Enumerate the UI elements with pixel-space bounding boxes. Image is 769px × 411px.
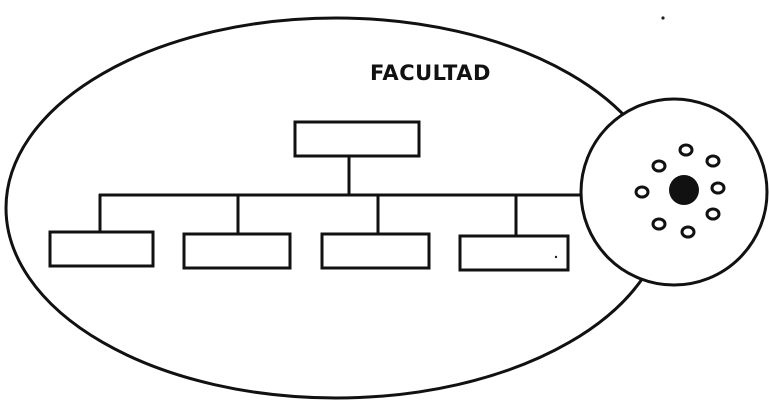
scan-speck: [554, 255, 558, 259]
ring-dot-1: [678, 143, 694, 157]
ring-dot-5: [634, 185, 650, 199]
org-sub-box-2: [182, 232, 292, 270]
ring-dot-7: [651, 217, 667, 231]
ring-dot-4: [710, 181, 726, 195]
ring-dot-3: [651, 159, 667, 173]
ring-dot-8: [680, 225, 696, 239]
org-sub-box-1: [48, 230, 155, 268]
ring-dot-2: [705, 154, 721, 168]
faculty-ellipse: [4, 16, 668, 400]
diagram-title: FACULTAD: [370, 61, 491, 85]
org-sub-box-3: [320, 232, 431, 270]
org-sub-box-4: [458, 234, 570, 272]
ring-dot-6: [705, 207, 721, 221]
scan-speck: [661, 16, 665, 20]
nucleus-center-dot: [669, 175, 699, 205]
org-top-box: [293, 120, 421, 158]
